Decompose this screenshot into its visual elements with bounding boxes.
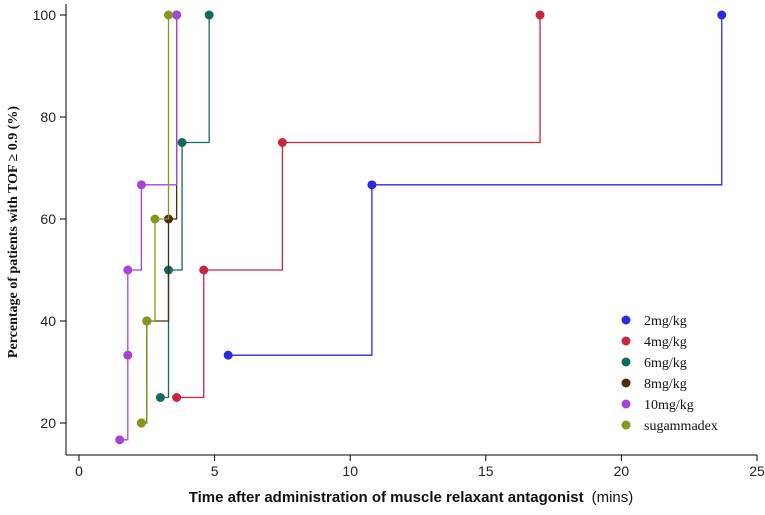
- legend: 2mg/kg 4mg/kg 6mg/kg 8mg/kg 10mg/kg sugammade…: [621, 314, 718, 434]
- data-point-4mg-kg: [535, 10, 545, 20]
- data-point-10mg-kg: [123, 350, 133, 360]
- data-point-sugammadex: [150, 214, 160, 224]
- series-2mg-kg: [223, 10, 727, 360]
- legend-item-4mg-kg: 4mg/kg: [621, 335, 687, 350]
- legend-item-10mg-kg: 10mg/kg: [621, 398, 694, 413]
- axes: [65, 4, 757, 456]
- data-point-2mg-kg: [717, 10, 727, 20]
- data-point-sugammadex: [136, 418, 146, 428]
- series-line-10mg-kg: [119, 15, 178, 441]
- series-6mg-kg: [155, 10, 214, 402]
- x-tick-label: 15: [478, 463, 494, 479]
- x-ticks: 0 5 10 15 20 25: [75, 455, 765, 479]
- series-4mg-kg: [172, 10, 545, 402]
- legend-label: 8mg/kg: [644, 377, 687, 392]
- series-layer: [115, 10, 727, 445]
- y-axis-label: Percentage of patients with TOF ≥ 0.9 (%…: [6, 106, 21, 358]
- legend-item-8mg-kg: 8mg/kg: [621, 377, 687, 392]
- y-tick-label: 20: [40, 415, 56, 431]
- legend-marker: [621, 336, 631, 346]
- y-tick-label: 60: [40, 211, 56, 227]
- x-tick-label: 0: [75, 463, 83, 479]
- series-line-sugammadex: [141, 15, 170, 424]
- series-line-6mg-kg: [160, 15, 210, 399]
- y-tick-label: 40: [40, 313, 56, 329]
- series-sugammadex: [136, 10, 173, 428]
- y-tick-label: 80: [40, 109, 56, 125]
- legend-item-2mg-kg: 2mg/kg: [621, 314, 687, 329]
- legend-label: sugammadex: [644, 419, 718, 434]
- series-line-4mg-kg: [176, 15, 541, 399]
- x-axis-label: Time after administration of muscle rela…: [189, 489, 634, 506]
- series-10mg-kg: [115, 10, 182, 445]
- y-tick-label: 100: [33, 7, 57, 23]
- legend-label: 10mg/kg: [644, 398, 694, 413]
- legend-marker: [621, 378, 631, 388]
- data-point-4mg-kg: [172, 393, 182, 402]
- series-line-2mg-kg: [228, 15, 723, 356]
- data-point-10mg-kg: [123, 265, 133, 275]
- data-point-6mg-kg: [155, 393, 165, 402]
- legend-marker: [621, 420, 631, 430]
- legend-item-sugammadex: sugammadex: [621, 419, 718, 434]
- legend-marker: [621, 399, 631, 409]
- x-axis-label-main: Time after administration of muscle rela…: [189, 489, 584, 506]
- legend-marker: [621, 315, 631, 325]
- x-tick-label: 20: [614, 463, 630, 479]
- data-point-2mg-kg: [367, 180, 377, 190]
- data-point-2mg-kg: [223, 350, 233, 360]
- legend-label: 4mg/kg: [644, 335, 687, 350]
- x-axis-label-unit: (mins): [592, 489, 634, 506]
- legend-label: 2mg/kg: [644, 314, 687, 329]
- legend-item-6mg-kg: 6mg/kg: [621, 356, 687, 371]
- x-tick-label: 10: [342, 463, 358, 479]
- legend-label: 6mg/kg: [644, 356, 687, 371]
- y-ticks: 20 40 60 80 100: [33, 7, 66, 431]
- data-point-4mg-kg: [199, 265, 209, 275]
- data-point-sugammadex: [142, 316, 152, 326]
- data-point-6mg-kg: [177, 138, 187, 147]
- data-point-4mg-kg: [277, 138, 287, 147]
- data-point-10mg-kg: [172, 10, 182, 20]
- data-point-10mg-kg: [115, 435, 125, 445]
- legend-marker: [621, 357, 631, 367]
- data-point-6mg-kg: [204, 10, 214, 20]
- data-point-sugammadex: [163, 10, 173, 20]
- data-point-10mg-kg: [136, 180, 146, 190]
- x-tick-label: 5: [211, 463, 219, 479]
- x-tick-label: 25: [749, 463, 765, 479]
